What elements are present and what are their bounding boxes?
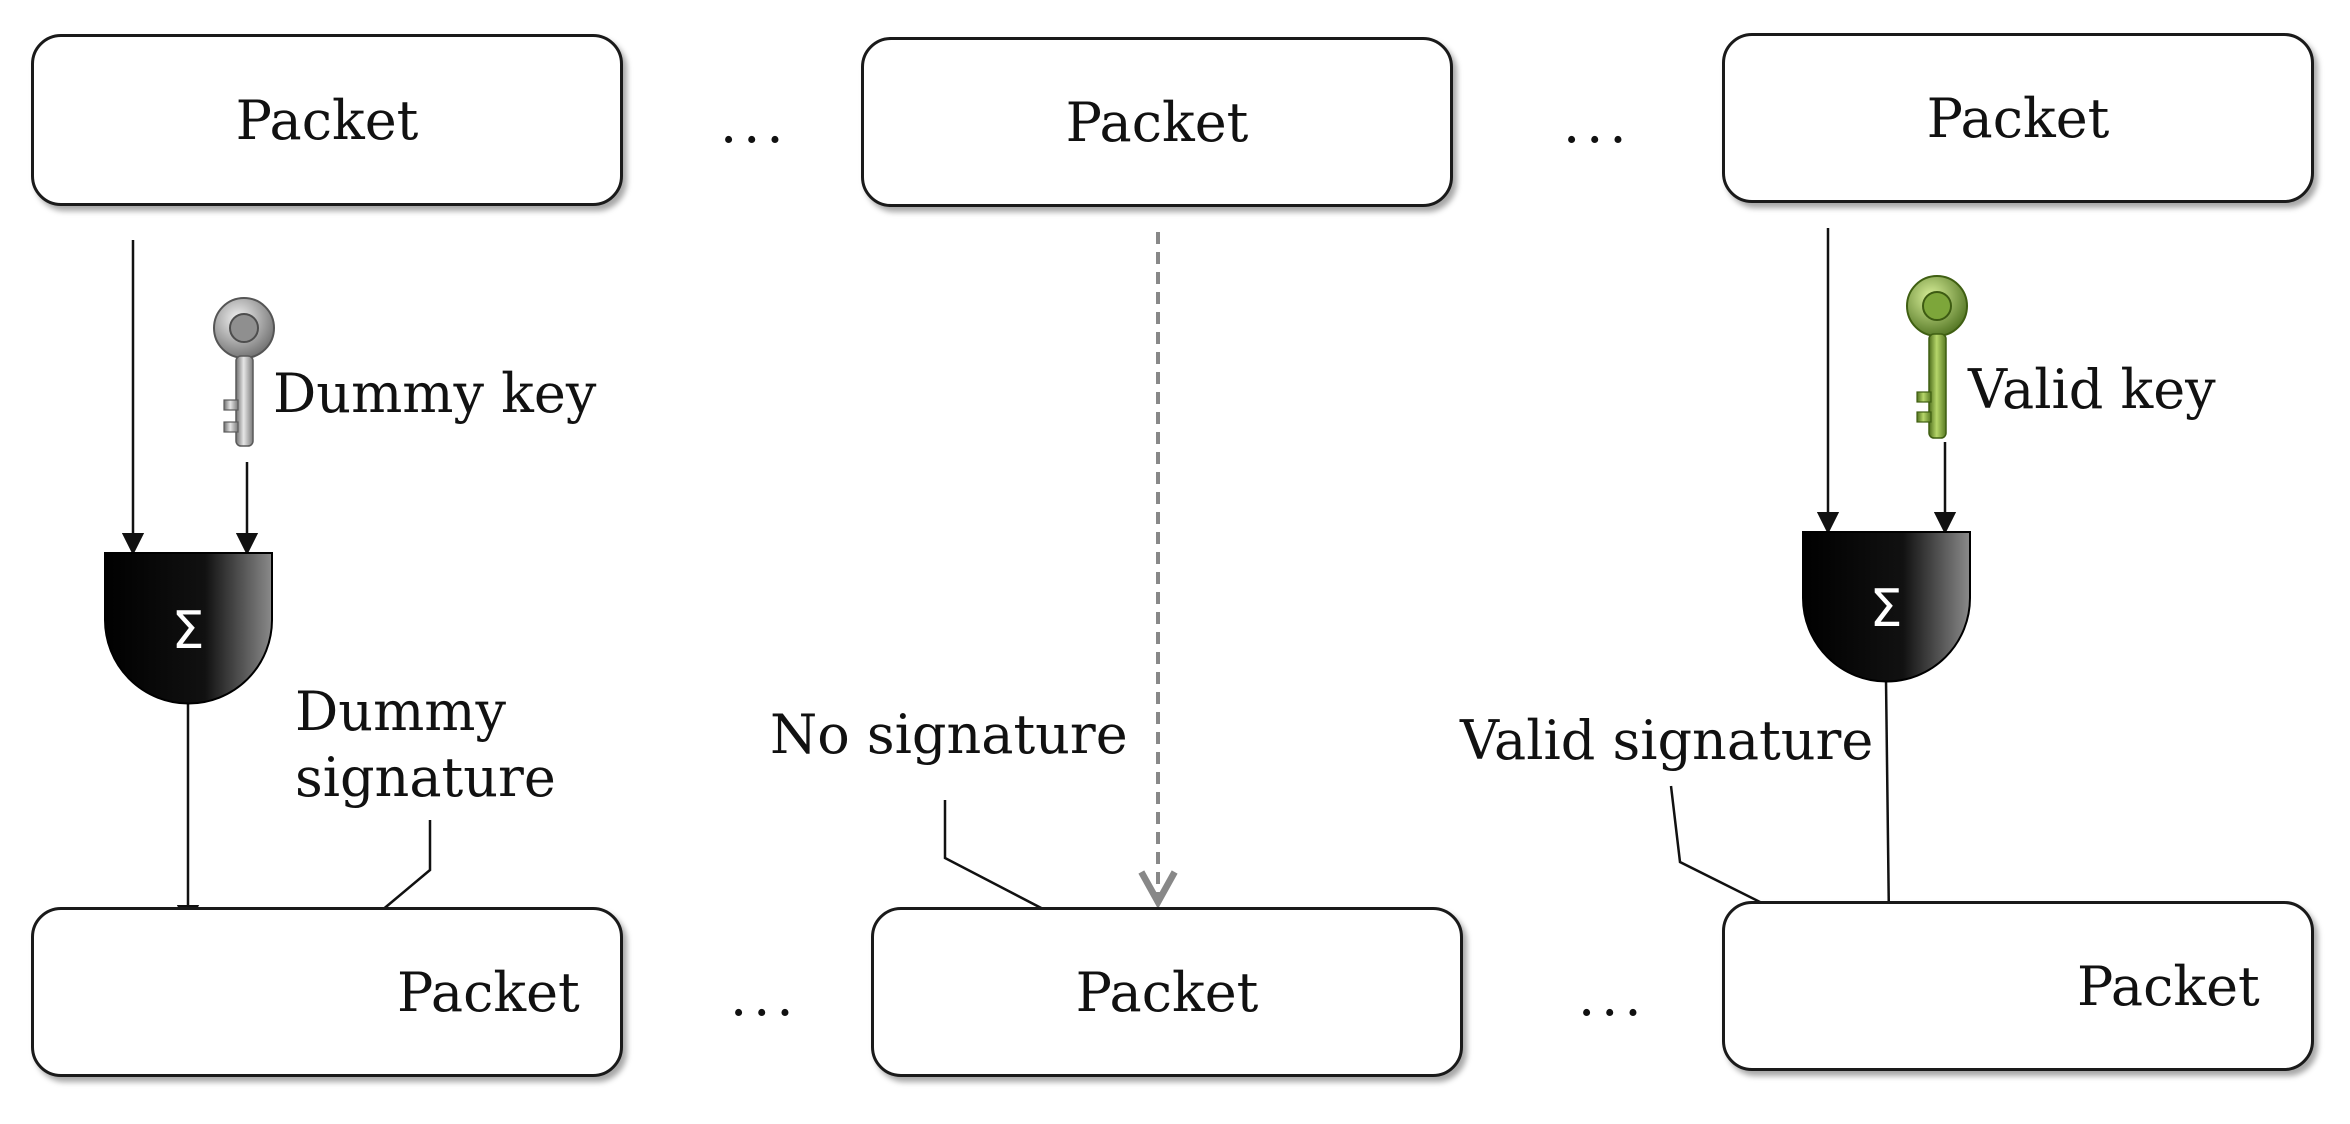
no-signature-label: No signature (770, 703, 1128, 766)
ellipsis: ... (1578, 965, 1648, 1028)
ellipsis: ... (730, 965, 800, 1028)
ellipsis: ... (720, 92, 790, 155)
packet-label: Packet (2077, 954, 2260, 1018)
packet-label: Packet (1065, 90, 1249, 154)
dummy-signature-label: signature (295, 746, 556, 809)
packet-box: Packet (1722, 33, 2314, 203)
valid-signature-label: Valid signature (1460, 709, 1874, 772)
signer-gate: Σ (1802, 531, 1971, 683)
signer-gate: Σ (104, 552, 273, 705)
packet-box: Packet (1722, 901, 2314, 1071)
signer-to-packet-arrow (1877, 679, 1900, 925)
packet-label: Packet (1926, 86, 2110, 150)
dummy-signature-label: Dummy (295, 680, 506, 743)
key-icon (1906, 275, 1968, 439)
packet-box: Packet (31, 34, 623, 206)
packet-box: Packet (31, 907, 623, 1077)
packet-box: Packet (861, 37, 1453, 207)
key-icon (213, 297, 275, 447)
valid-key-label: Valid key (1968, 358, 2216, 421)
dummy-key-label: Dummy key (273, 362, 597, 425)
packet-label: Packet (235, 88, 419, 152)
packet-box: Packet (871, 907, 1463, 1077)
ellipsis: ... (1563, 92, 1633, 155)
packet-label: Packet (397, 960, 580, 1024)
sigma-symbol: Σ (172, 601, 205, 661)
sigma-symbol: Σ (1870, 579, 1903, 639)
packet-label: Packet (1075, 960, 1259, 1024)
